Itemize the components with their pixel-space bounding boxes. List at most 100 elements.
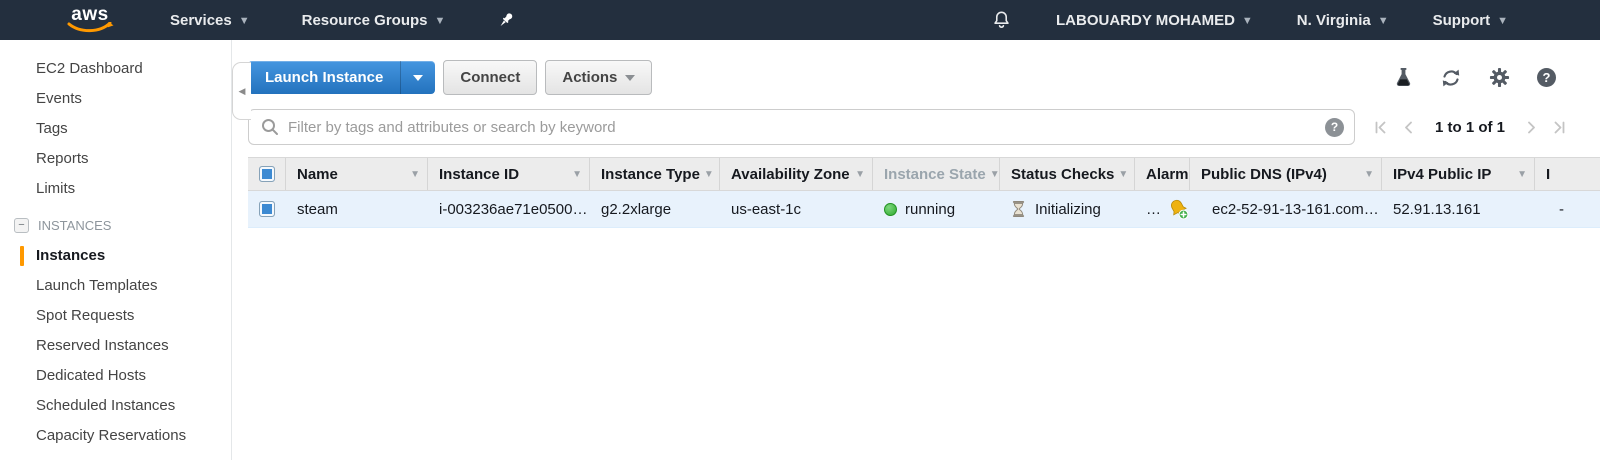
cell-availability-zone[interactable]: us-east-1c — [731, 200, 802, 218]
column-header-truncated[interactable]: I — [1546, 165, 1551, 183]
running-status-icon — [884, 202, 897, 216]
cell-ipv4-public-ip[interactable]: 52.91.13.161 — [1393, 200, 1481, 218]
actions-button[interactable]: Actions — [545, 60, 653, 95]
launch-instance-dropdown-button[interactable] — [400, 61, 435, 94]
pushpin-icon — [500, 13, 513, 27]
pushpin-shortcut-button[interactable] — [497, 11, 515, 29]
cell-instance-id[interactable]: i-003236ae71e0500… — [439, 200, 588, 218]
pagination-next-button[interactable] — [1524, 120, 1539, 135]
connect-button[interactable]: Connect — [443, 60, 538, 95]
sort-caret-icon[interactable]: ▼ — [1364, 168, 1374, 180]
sidebar-item-events[interactable]: Events — [36, 90, 82, 107]
cell-truncated[interactable]: - — [1559, 200, 1564, 218]
pagination-range-label: 1 to 1 of 1 — [1434, 118, 1505, 136]
sidebar-item-instances[interactable]: Instances — [0, 241, 231, 271]
sort-caret-icon[interactable]: ▼ — [410, 168, 420, 180]
aws-logo[interactable]: aws — [66, 5, 114, 35]
column-header-ipv4-public-ip[interactable]: IPv4 Public IP ▼ — [1382, 158, 1535, 190]
sort-caret-icon[interactable]: ▼ — [1517, 168, 1527, 180]
last-page-icon — [1554, 121, 1565, 133]
add-alarm-bell-icon[interactable] — [1167, 198, 1189, 220]
actions-button-label: Actions — [562, 69, 618, 86]
sidebar-item-limits[interactable]: Limits — [36, 180, 76, 197]
search-icon — [262, 119, 278, 135]
instance-state-label: running — [905, 200, 956, 218]
cell-instance-state: running — [873, 191, 1000, 227]
pagination-first-button[interactable] — [1373, 120, 1388, 135]
collapse-minus-icon[interactable]: − — [14, 218, 29, 233]
hourglass-icon — [1012, 201, 1025, 217]
sidebar-item-ec2-dashboard[interactable]: EC2 Dashboard — [36, 60, 143, 77]
row-checkbox[interactable] — [259, 201, 275, 217]
help-button[interactable]: ? — [1537, 68, 1556, 87]
nav-left-group: Services ▼ Resource Groups ▼ — [170, 11, 515, 29]
sidebar-section-instances[interactable]: − INSTANCES — [0, 204, 231, 241]
nav-region-menu[interactable]: N. Virginia ▼ — [1297, 12, 1389, 29]
chevron-left-icon — [1405, 121, 1412, 133]
filter-searchbox: ? — [248, 109, 1355, 145]
sidebar-collapse-button[interactable]: ◀ — [232, 62, 251, 120]
cell-alarm-status[interactable]: … — [1135, 191, 1190, 227]
column-header-alarm-status[interactable]: Alarm — [1135, 158, 1190, 190]
alarm-status-label: … — [1146, 200, 1161, 218]
sidebar-item-scheduled-instances[interactable]: Scheduled Instances — [36, 397, 176, 414]
sort-caret-icon[interactable]: ▼ — [989, 168, 1000, 180]
top-nav-bar: aws Services ▼ Resource Groups ▼ — [0, 0, 1600, 40]
main-layout: EC2 Dashboard Events Tags Reports Limits… — [0, 40, 1600, 460]
nav-support-menu[interactable]: Support ▼ — [1433, 12, 1508, 29]
sort-caret-icon[interactable]: ▼ — [703, 168, 714, 180]
sidebar-item-reports[interactable]: Reports — [36, 150, 89, 167]
column-header-instance-type[interactable]: Instance Type ▼ — [590, 158, 720, 190]
instances-table: Name ▼ Instance ID ▼ Instance Type ▼ Ava… — [248, 157, 1600, 228]
toolbar-icon-group: ? — [1394, 67, 1556, 89]
cell-status-checks: Initializing — [1000, 191, 1135, 227]
column-header-name[interactable]: Name ▼ — [286, 158, 428, 190]
sort-caret-icon[interactable]: ▼ — [572, 168, 582, 180]
chevron-down-icon: ▼ — [1497, 15, 1508, 27]
pagination: 1 to 1 of 1 — [1373, 119, 1567, 136]
filter-search-input[interactable] — [288, 118, 1325, 136]
sidebar-item-dedicated-hosts[interactable]: Dedicated Hosts — [36, 367, 147, 384]
instance-row[interactable]: steam i-003236ae71e0500… g2.2xlarge us-e… — [248, 191, 1600, 228]
nav-support-label: Support — [1432, 11, 1491, 29]
nav-region-label: N. Virginia — [1296, 11, 1371, 29]
labs-button[interactable] — [1394, 67, 1413, 88]
cell-public-dns[interactable]: ec2-52-91-13-161.com… — [1212, 200, 1379, 218]
content-panel: ◀ Launch Instance Connect Actions — [232, 40, 1600, 460]
nav-services-menu[interactable]: Services ▼ — [170, 12, 250, 29]
settings-button[interactable] — [1489, 67, 1510, 88]
column-header-instance-id[interactable]: Instance ID ▼ — [428, 158, 590, 190]
select-all-checkbox[interactable] — [258, 166, 275, 182]
launch-instance-button[interactable]: Launch Instance — [265, 69, 384, 86]
cell-instance-type[interactable]: g2.2xlarge — [601, 200, 672, 218]
nav-user-menu[interactable]: LABOUARDY MOHAMED ▼ — [1056, 12, 1253, 29]
notifications-button[interactable] — [991, 9, 1012, 31]
pagination-prev-button[interactable] — [1401, 120, 1416, 135]
sidebar-item-capacity-reservations[interactable]: Capacity Reservations — [36, 427, 187, 444]
sidebar-section-label: INSTANCES — [38, 218, 112, 233]
sidebar-item-reserved-instances[interactable]: Reserved Instances — [36, 337, 169, 354]
bell-icon — [994, 11, 1009, 28]
launch-instance-split-button: Launch Instance — [248, 61, 436, 94]
refresh-button[interactable] — [1440, 67, 1462, 89]
sidebar-item-launch-templates[interactable]: Launch Templates — [36, 277, 158, 294]
nav-user-label: LABOUARDY MOHAMED — [1056, 11, 1235, 29]
column-header-instance-state[interactable]: Instance State ▼ — [873, 158, 1000, 190]
toolbar: Launch Instance Connect Actions — [248, 60, 1600, 95]
chevron-down-icon — [625, 74, 636, 81]
column-header-availability-zone[interactable]: Availability Zone ▼ — [720, 158, 873, 190]
filter-help-icon[interactable]: ? — [1324, 117, 1344, 137]
table-header-row: Name ▼ Instance ID ▼ Instance Type ▼ Ava… — [248, 157, 1600, 191]
sidebar-item-tags[interactable]: Tags — [36, 120, 68, 137]
column-header-public-dns[interactable]: Public DNS (IPv4) ▼ — [1190, 158, 1382, 190]
sidebar-item-spot-requests[interactable]: Spot Requests — [36, 307, 135, 324]
pagination-last-button[interactable] — [1552, 120, 1567, 135]
nav-resource-groups-menu[interactable]: Resource Groups ▼ — [302, 12, 446, 29]
sort-caret-icon[interactable]: ▼ — [855, 168, 865, 180]
chevron-down-icon: ▼ — [1377, 15, 1389, 27]
nav-right-group: LABOUARDY MOHAMED ▼ N. Virginia ▼ Suppor… — [991, 9, 1508, 31]
chevron-right-icon — [1528, 121, 1535, 133]
sort-caret-icon[interactable]: ▼ — [1118, 168, 1129, 180]
cell-name[interactable]: steam — [297, 200, 338, 218]
column-header-status-checks[interactable]: Status Checks ▼ — [1000, 158, 1135, 190]
